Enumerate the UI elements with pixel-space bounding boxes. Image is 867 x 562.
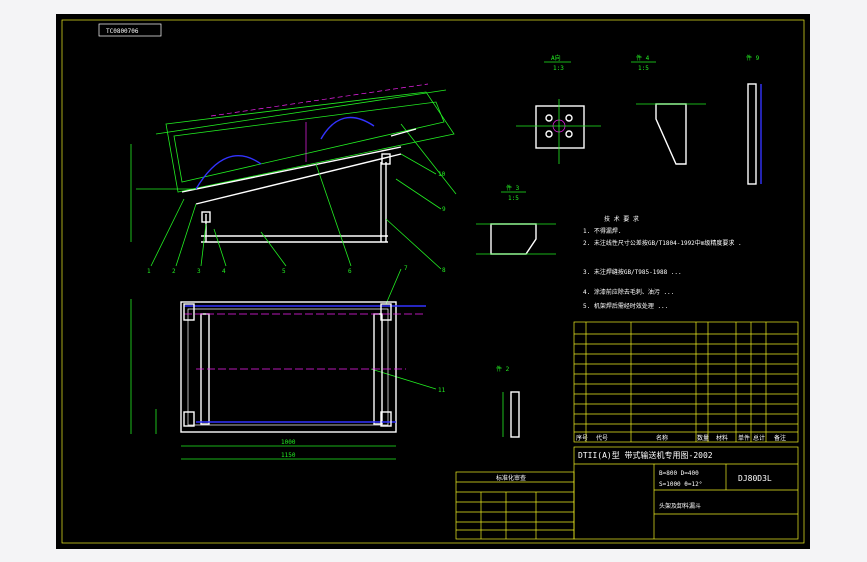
- tech-req-line-1: 1. 不得漏焊.: [583, 227, 621, 235]
- bom-header-note: 备注: [774, 434, 786, 442]
- dim-1150: 1150: [281, 452, 296, 459]
- technical-requirements: 技 术 要 求 1. 不得漏焊. 2. 未注线性尺寸公差按GB/T1804-19…: [583, 215, 742, 310]
- tech-req-title: 技 术 要 求: [604, 215, 639, 223]
- part9-title: 件 9: [746, 54, 760, 62]
- balloon-4: 4: [222, 268, 226, 275]
- tech-req-line-5: 5. 机架焊后需经时效处理 ...: [583, 302, 668, 310]
- balloon-1: 1: [147, 268, 151, 275]
- part3-scale: 1:5: [508, 195, 519, 202]
- change-block: 标准化审查: [455, 471, 575, 540]
- drawing-id: TC0800706: [106, 28, 139, 35]
- part2-title: 件 2: [496, 365, 510, 373]
- tech-req-line-3: 3. 未注焊缝按GB/T985-1988 ...: [583, 268, 682, 276]
- balloon-10: 10: [438, 171, 446, 178]
- drawing-svg: TC0800706: [61, 19, 805, 544]
- balloon-11: 11: [438, 387, 446, 394]
- bom-header-unit: 单件: [738, 434, 750, 442]
- bom-table: 序号 代号 名称 数量 材料 单件 总计 备注: [573, 321, 799, 443]
- part3-title: 件 3: [506, 184, 520, 192]
- drawing-id-box: [98, 23, 162, 37]
- tech-req-line-2: 2. 未注线性尺寸公差按GB/T1804-1992中m级精度要求 .: [583, 239, 742, 247]
- bom-header-qty: 数量: [697, 434, 709, 442]
- bom-header-total: 总计: [753, 434, 765, 442]
- balloon-9: 9: [442, 206, 446, 213]
- title-param1: B=800 D=400: [659, 470, 699, 477]
- title-param2: S=1000 θ=12°: [659, 481, 702, 488]
- bom-header-no: 序号: [576, 434, 588, 442]
- part4-title: 件 4: [636, 54, 650, 62]
- drawing-canvas[interactable]: TC0800706: [56, 14, 810, 549]
- view-part9: 件 9: [746, 54, 762, 185]
- bom-header-name: 名称: [656, 434, 668, 442]
- title-block: DTII(A)型 带式输送机专用图-2002 B=800 D=400 S=100…: [573, 446, 799, 540]
- bom-header-code: 代号: [596, 434, 608, 442]
- view-a-scale: 1:3: [553, 65, 564, 72]
- balloon-6: 6: [348, 268, 352, 275]
- balloon-2: 2: [172, 268, 176, 275]
- side-view: [130, 83, 457, 243]
- view-part2: 件 2: [496, 365, 520, 438]
- title-name: 头架及卸料漏斗: [659, 502, 701, 510]
- bom-header-material: 材料: [716, 434, 728, 442]
- change-block-title: 标准化审查: [496, 474, 526, 482]
- view-part3: 件 3 1:5: [476, 184, 556, 255]
- title-code: DJ80D3L: [738, 474, 772, 483]
- plan-view: [130, 299, 426, 460]
- drawing-frame: [61, 19, 805, 544]
- view-a-title: A向: [551, 54, 561, 62]
- dim-1000: 1000: [281, 439, 296, 446]
- view-a: A向 1:3: [516, 54, 601, 164]
- tech-req-line-4: 4. 涂漆前应除去毛刺、油污 ...: [583, 288, 674, 296]
- part4-scale: 1:5: [638, 65, 649, 72]
- balloon-5: 5: [282, 268, 286, 275]
- balloon-8: 8: [442, 267, 446, 274]
- title-series: DTII(A)型 带式输送机专用图-2002: [578, 450, 713, 460]
- view-part4: 件 4 1:5: [631, 54, 706, 165]
- balloon-7: 7: [404, 265, 408, 272]
- balloon-3: 3: [197, 268, 201, 275]
